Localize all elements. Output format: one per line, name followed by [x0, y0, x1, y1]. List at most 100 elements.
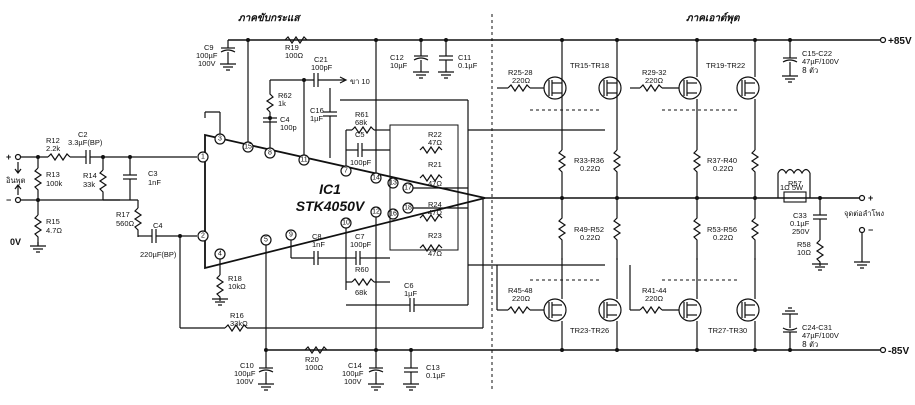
mosfet-tr23-icon [543, 298, 567, 322]
svg-text:0.22Ω: 0.22Ω [580, 164, 601, 173]
svg-text:R37-R40: R37-R40 [707, 156, 737, 165]
positive-rail-terminal[interactable] [879, 36, 887, 44]
svg-text:R33-R36: R33-R36 [574, 156, 604, 165]
mosfet-tr26-icon [598, 298, 622, 322]
svg-text:+: + [6, 152, 11, 162]
speaker-minus-terminal[interactable] [858, 226, 866, 234]
svg-text:100Ω: 100Ω [285, 51, 304, 60]
svg-text:C6: C6 [404, 281, 414, 290]
svg-text:C13: C13 [426, 363, 440, 372]
svg-text:10Ω: 10Ω [797, 248, 811, 257]
svg-text:R13: R13 [46, 170, 60, 179]
svg-text:R53-R56: R53-R56 [707, 225, 737, 234]
pin-15: 15 [242, 141, 254, 153]
ic1-pins: 1 2 3 4 5 7 8 9 10 11 12 13 14 15 16 17 … [197, 133, 414, 260]
svg-text:10kΩ: 10kΩ [228, 282, 246, 291]
pin-5: 5 [260, 234, 272, 246]
svg-text:R61: R61 [355, 110, 369, 119]
pin-1: 1 [197, 151, 209, 163]
svg-text:R18: R18 [228, 274, 242, 283]
svg-text:100µF: 100µF [234, 369, 256, 378]
svg-text:R24: R24 [428, 200, 442, 209]
pin-17: 17 [402, 182, 414, 194]
svg-text:R20: R20 [305, 355, 319, 364]
svg-text:C16: C16 [310, 106, 324, 115]
input-plus-terminal[interactable] [14, 153, 22, 161]
svg-text:8 ตัว: 8 ตัว [802, 340, 818, 349]
svg-text:10: 10 [342, 220, 350, 227]
svg-text:R16: R16 [230, 311, 244, 320]
r12-resistor [47, 152, 71, 162]
speaker-plus-terminal[interactable] [858, 194, 866, 202]
svg-text:47µF/100V: 47µF/100V [802, 331, 839, 340]
svg-text:68k: 68k [355, 118, 367, 127]
svg-text:33k: 33k [83, 180, 95, 189]
driver-section-title: ภาคขับกระแส [238, 12, 301, 24]
svg-text:1nF: 1nF [312, 240, 325, 249]
svg-text:C14: C14 [348, 361, 362, 370]
svg-text:R62: R62 [278, 91, 292, 100]
svg-text:1nF: 1nF [148, 178, 161, 187]
svg-text:47µF/100V: 47µF/100V [802, 57, 839, 66]
svg-text:4.7Ω: 4.7Ω [46, 226, 62, 235]
svg-text:0.1µF: 0.1µF [790, 219, 810, 228]
svg-text:3.3µF(BP): 3.3µF(BP) [68, 138, 103, 147]
svg-text:R22: R22 [428, 130, 442, 139]
svg-text:47Ω: 47Ω [428, 208, 442, 217]
pin-9: 9 [285, 229, 297, 241]
mosfet-tr19-icon [678, 76, 702, 100]
svg-text:7: 7 [344, 168, 348, 175]
input-minus-terminal[interactable] [14, 196, 22, 204]
svg-text:R58: R58 [797, 240, 811, 249]
svg-text:47Ω: 47Ω [428, 249, 442, 258]
svg-text:C10: C10 [240, 361, 254, 370]
svg-text:R57: R57 [788, 179, 802, 188]
svg-text:12: 12 [372, 209, 380, 216]
mosfet-tr18-icon [598, 76, 622, 100]
svg-text:C7: C7 [355, 232, 365, 241]
pin-18: 18 [402, 202, 414, 214]
svg-text:18: 18 [404, 205, 412, 212]
pin-4: 4 [214, 248, 226, 260]
svg-text:100V: 100V [236, 377, 254, 386]
svg-text:C11: C11 [458, 53, 471, 62]
output-inductor [777, 168, 811, 175]
svg-text:14: 14 [372, 175, 380, 182]
svg-text:0.22Ω: 0.22Ω [713, 164, 734, 173]
svg-text:250V: 250V [792, 227, 810, 236]
svg-text:100µF: 100µF [342, 369, 364, 378]
svg-text:C15-C22: C15-C22 [802, 49, 832, 58]
svg-text:TR23-TR26: TR23-TR26 [570, 326, 609, 335]
svg-text:100µF: 100µF [196, 51, 218, 60]
svg-text:R60: R60 [355, 265, 369, 274]
svg-text:17: 17 [404, 185, 412, 192]
negative-rail-label: -85V [888, 346, 909, 357]
svg-text:1: 1 [201, 154, 205, 161]
svg-text:TR15-TR18: TR15-TR18 [570, 61, 609, 70]
svg-text:8 ตัว: 8 ตัว [802, 66, 818, 75]
negative-rail-terminal[interactable] [879, 346, 887, 354]
svg-text:4: 4 [218, 251, 222, 258]
svg-text:R17: R17 [116, 210, 130, 219]
svg-text:8: 8 [268, 150, 272, 157]
mosfet-tr22-icon [736, 76, 760, 100]
svg-text:100Ω: 100Ω [305, 363, 324, 372]
svg-text:0.1µF: 0.1µF [426, 371, 446, 380]
pin-11: 11 [298, 154, 310, 166]
svg-text:1µF: 1µF [310, 114, 323, 123]
svg-text:220µF(BP): 220µF(BP) [140, 250, 177, 259]
svg-text:100V: 100V [344, 377, 362, 386]
svg-text:R15: R15 [46, 217, 60, 226]
svg-text:R19: R19 [285, 43, 299, 52]
svg-text:100V: 100V [198, 59, 216, 68]
